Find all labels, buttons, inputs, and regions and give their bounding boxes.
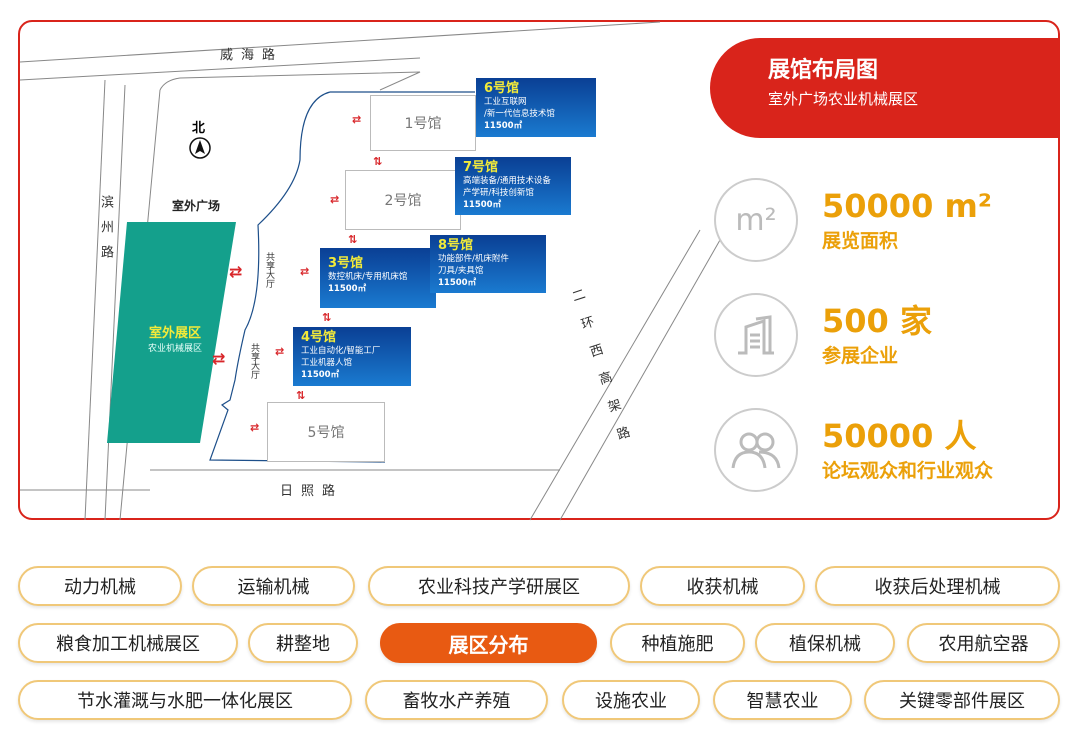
stat-area: m² 50000 m² 展览面积: [714, 178, 992, 262]
hall-desc: /新一代信息技术馆: [484, 109, 555, 119]
hall-desc: 刀具/夹具馆: [438, 266, 484, 276]
lobby-label: 共享大厅: [264, 252, 274, 288]
arrow-icon: ⇄: [300, 265, 310, 278]
tag-harvest-machinery[interactable]: 收获机械: [640, 566, 805, 606]
hall-8[interactable]: 8号馆 功能部件/机床附件 刀具/夹具馆 11500㎡: [430, 235, 546, 293]
title-banner: 展馆布局图 室外广场农业机械展区: [710, 38, 1060, 138]
tag-power-machinery[interactable]: 动力机械: [18, 566, 182, 606]
arrow-icon: ⇄: [330, 193, 340, 206]
tag-tillage[interactable]: 耕整地: [248, 623, 358, 663]
hall-title: 3号馆: [328, 256, 364, 271]
map-lines: [19, 21, 721, 521]
hall-desc: 功能部件/机床附件: [438, 254, 509, 264]
arrow-icon: ⇅: [373, 155, 383, 168]
stat-value: 50000 人: [822, 416, 977, 455]
hall-2[interactable]: 2号馆: [345, 170, 461, 230]
hall-area: 11500㎡: [301, 370, 340, 380]
outdoor-zone[interactable]: 室外展区 农业机械展区: [140, 322, 210, 354]
stat-label: 展览面积: [822, 229, 899, 252]
hall-area: 11500㎡: [438, 278, 477, 288]
stat-exhibitors: 500 家参展企业: [714, 293, 932, 377]
hall-desc: 工业自动化/智能工厂: [301, 346, 381, 356]
arrow-icon: ⇅: [348, 233, 358, 246]
north-label: 北: [192, 121, 206, 136]
tag-planting[interactable]: 种植施肥: [610, 623, 745, 663]
map-frame: [18, 20, 1060, 520]
hall-desc: 高端装备/通用技术设备: [463, 176, 551, 186]
arrow-icon: ⇄: [229, 262, 243, 281]
hall-desc: 工业互联网: [484, 97, 527, 107]
hall-area: 11500㎡: [463, 200, 502, 210]
road-north: 威海路: [220, 48, 284, 63]
area-icon: m²: [714, 178, 798, 262]
tag-smart-agri[interactable]: 智慧农业: [713, 680, 852, 720]
building-icon: [714, 293, 798, 377]
hall-1[interactable]: 1号馆: [370, 95, 476, 151]
outdoor-zone-shape: [107, 222, 236, 443]
tag-post-harvest[interactable]: 收获后处理机械: [815, 566, 1060, 606]
road-west: 滨州路: [98, 195, 113, 270]
tag-facility-agri[interactable]: 设施农业: [562, 680, 700, 720]
hall-3[interactable]: 3号馆 数控机床/专用机床馆 11500㎡: [320, 248, 436, 308]
tag-zone-layout[interactable]: 展区分布: [380, 623, 597, 663]
stat-value: 50000 m²: [822, 186, 992, 225]
tag-key-components[interactable]: 关键零部件展区: [864, 680, 1060, 720]
hall-desc: 数控机床/专用机床馆: [328, 272, 408, 282]
arrow-icon: ⇄: [352, 113, 362, 126]
tag-agri-tech[interactable]: 农业科技产学研展区: [368, 566, 630, 606]
tag-transport-machinery[interactable]: 运输机械: [192, 566, 355, 606]
arrow-icon: ⇅: [296, 389, 306, 402]
arrow-icon: ⇄: [212, 349, 226, 368]
stat-visitors: 50000 人论坛观众和行业观众: [714, 408, 993, 492]
arrow-icon: ⇄: [275, 345, 285, 358]
people-icon: [714, 408, 798, 492]
lobby-label: 共享大厅: [249, 343, 259, 379]
arrow-icon: ⇅: [322, 311, 332, 324]
road-south: 日照路: [280, 484, 344, 499]
outdoor-zone-title: 室外展区: [148, 326, 201, 341]
plaza-label: 室外广场: [172, 199, 221, 213]
tag-agri-aircraft[interactable]: 农用航空器: [907, 623, 1060, 663]
stat-label: 参展企业: [822, 344, 899, 367]
hall-7[interactable]: 7号馆 高端装备/通用技术设备 产学研/科技创新馆 11500㎡: [455, 157, 571, 215]
hall-title: 7号馆: [463, 160, 499, 175]
tag-grain-processing[interactable]: 粮食加工机械展区: [18, 623, 238, 663]
tag-irrigation[interactable]: 节水灌溉与水肥一体化展区: [18, 680, 352, 720]
hall-title: 6号馆: [484, 81, 520, 96]
stat-label: 论坛观众和行业观众: [822, 459, 994, 482]
hall-desc: 工业机器人馆: [301, 358, 353, 368]
hall-area: 11500㎡: [328, 284, 367, 294]
stat-value: 500 家: [822, 301, 932, 340]
arrow-icon: ⇄: [250, 421, 260, 434]
banner-title: 展馆布局图: [768, 58, 879, 83]
hall-title: 8号馆: [438, 238, 474, 253]
hall-6[interactable]: 6号馆 工业互联网 /新一代信息技术馆 11500㎡: [476, 78, 596, 137]
hall-area: 11500㎡: [484, 121, 523, 131]
hall-5[interactable]: 5号馆: [267, 402, 385, 462]
tag-plant-protection[interactable]: 植保机械: [755, 623, 895, 663]
banner-subtitle: 室外广场农业机械展区: [768, 90, 919, 108]
outdoor-zone-subtitle: 农业机械展区: [147, 344, 202, 354]
hall-4[interactable]: 4号馆 工业自动化/智能工厂 工业机器人馆 11500㎡: [293, 327, 411, 386]
tag-livestock[interactable]: 畜牧水产养殖: [365, 680, 548, 720]
hall-title: 4号馆: [301, 330, 337, 345]
hall-desc: 产学研/科技创新馆: [463, 188, 534, 198]
